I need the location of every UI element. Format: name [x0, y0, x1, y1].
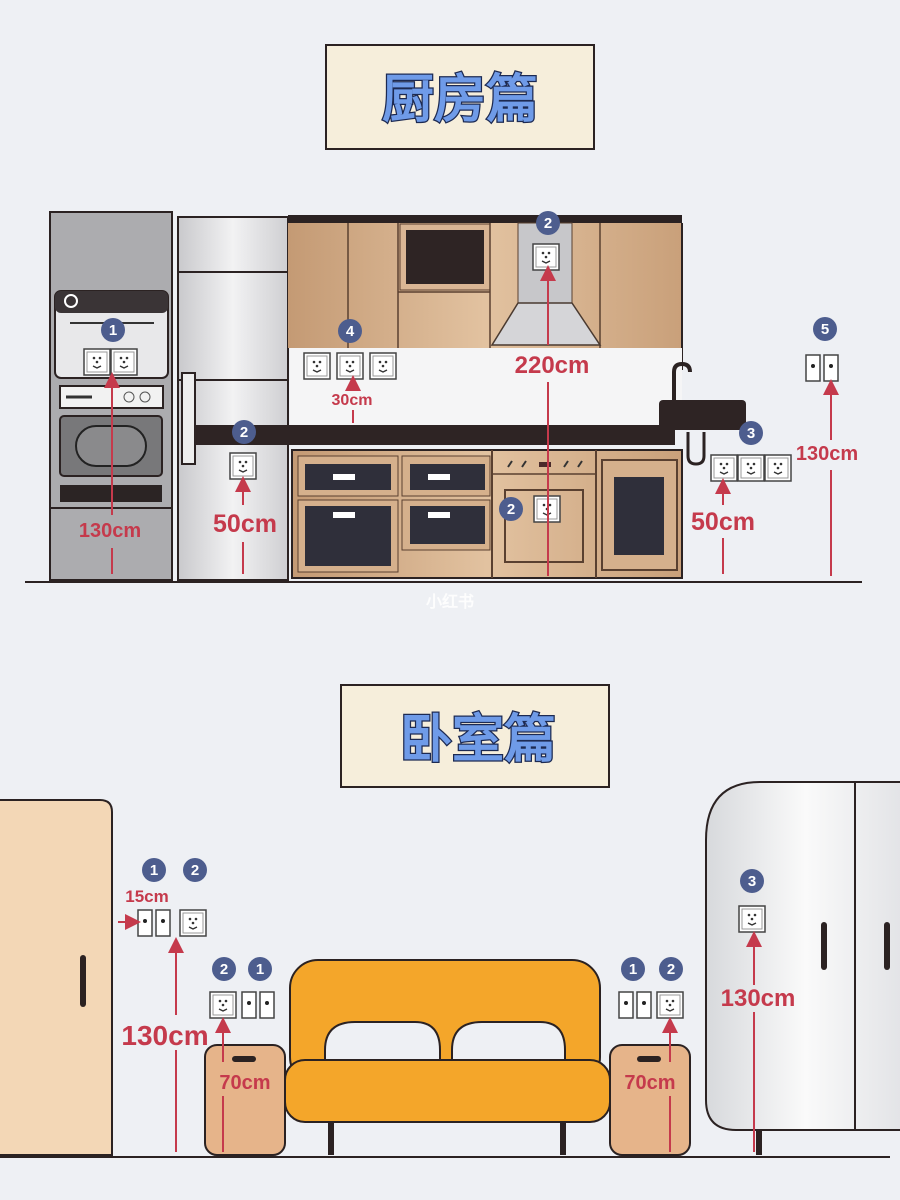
number-badge: 3	[740, 869, 764, 893]
switch-icon	[137, 909, 153, 937]
bedroom-title-box: 卧室篇	[340, 684, 610, 788]
number-badge: 2	[536, 211, 560, 235]
switch-icon	[241, 991, 257, 1019]
measure-wardrobe: 130cm	[721, 985, 796, 1012]
badge-number: 5	[821, 321, 829, 338]
outlet-icon	[209, 991, 237, 1019]
number-badge: 3	[739, 421, 763, 445]
badge-number: 2	[544, 215, 552, 232]
outlet-icon	[532, 243, 560, 271]
bedroom-title: 卧室篇	[400, 710, 556, 770]
badge-number: 3	[748, 873, 756, 890]
number-badge: 2	[659, 957, 683, 981]
number-badge: 1	[248, 957, 272, 981]
kitchen-title: 厨房篇	[382, 70, 538, 130]
watermark: 小红书	[426, 592, 474, 611]
fridge	[177, 216, 289, 581]
left-wardrobe	[0, 799, 113, 1156]
outlet-icon	[303, 352, 331, 380]
number-badge: 1	[142, 858, 166, 882]
measure-left-nightstand: 70cm	[219, 1072, 270, 1094]
outlet-icon	[336, 352, 364, 380]
bedroom-badges: 1 2 2 1 1 2 3	[142, 858, 764, 981]
badge-number: 2	[667, 961, 675, 978]
bedroom-scene	[0, 781, 900, 1158]
switch-icon	[805, 354, 821, 382]
badge-number: 4	[346, 323, 355, 340]
switch-icon	[155, 909, 171, 937]
badge-number: 1	[256, 961, 264, 978]
number-badge: 1	[621, 957, 645, 981]
badge-number: 1	[109, 322, 117, 339]
number-badge: 2	[212, 957, 236, 981]
measure-tall-cabinet: 130cm	[79, 520, 141, 542]
kitchen-title-box: 厨房篇	[325, 44, 595, 150]
badge-number: 2	[507, 501, 515, 518]
measure-hood: 220cm	[515, 352, 590, 379]
kitchen-measurements: 130cm 50cm 30cm 220cm 50cm 130cm	[79, 352, 858, 542]
outlet-icon	[738, 905, 766, 933]
outlet-icon	[229, 452, 257, 480]
kitchen-measure-lines	[104, 265, 839, 576]
bed	[284, 959, 611, 1155]
outlet-icon	[710, 454, 738, 482]
right-nightstand	[609, 1044, 691, 1156]
number-badge: 2	[183, 858, 207, 882]
badge-number: 2	[240, 424, 248, 441]
measure-fridge: 50cm	[213, 510, 277, 538]
switch-icon	[259, 991, 275, 1019]
upper-cabinets	[288, 215, 683, 370]
number-badge: 2	[232, 420, 256, 444]
number-badge: 4	[338, 319, 362, 343]
measure-right-nightstand: 70cm	[624, 1072, 675, 1094]
badge-number: 2	[191, 862, 199, 879]
outlet-icon	[656, 991, 684, 1019]
outlet-icon	[110, 348, 138, 376]
number-badge: 1	[101, 318, 125, 342]
outlet-icon	[369, 352, 397, 380]
lower-cabinets	[291, 449, 683, 579]
measure-under-sink: 50cm	[691, 508, 755, 536]
outlet-icon	[764, 454, 792, 482]
bedroom-measurements: 15cm 130cm 70cm 70cm 130cm	[121, 887, 795, 1094]
left-nightstand	[204, 1044, 286, 1156]
bedroom-measure-lines	[118, 914, 762, 1152]
countertop	[195, 425, 675, 445]
number-badge: 2	[499, 497, 523, 521]
badge-number: 2	[220, 961, 228, 978]
outlet-icon	[83, 348, 111, 376]
kitchen-scene	[25, 211, 862, 583]
switch-icon	[823, 354, 839, 382]
measure-backsplash: 30cm	[332, 392, 373, 409]
measure-left-wall: 130cm	[121, 1020, 208, 1051]
right-wardrobe	[705, 781, 900, 1155]
badge-number: 1	[150, 862, 158, 879]
sink	[659, 361, 746, 466]
badge-number: 1	[629, 961, 637, 978]
switch-icon	[618, 991, 634, 1019]
number-badge: 5	[813, 317, 837, 341]
measure-right-wall: 130cm	[796, 443, 858, 465]
kitchen-badges: 1 2 4 2 2 3 5	[101, 211, 837, 521]
measure-switch-offset: 15cm	[125, 887, 168, 906]
outlet-icon	[737, 454, 765, 482]
switch-icon	[636, 991, 652, 1019]
outlet-icon	[179, 909, 207, 937]
badge-number: 3	[747, 425, 755, 442]
